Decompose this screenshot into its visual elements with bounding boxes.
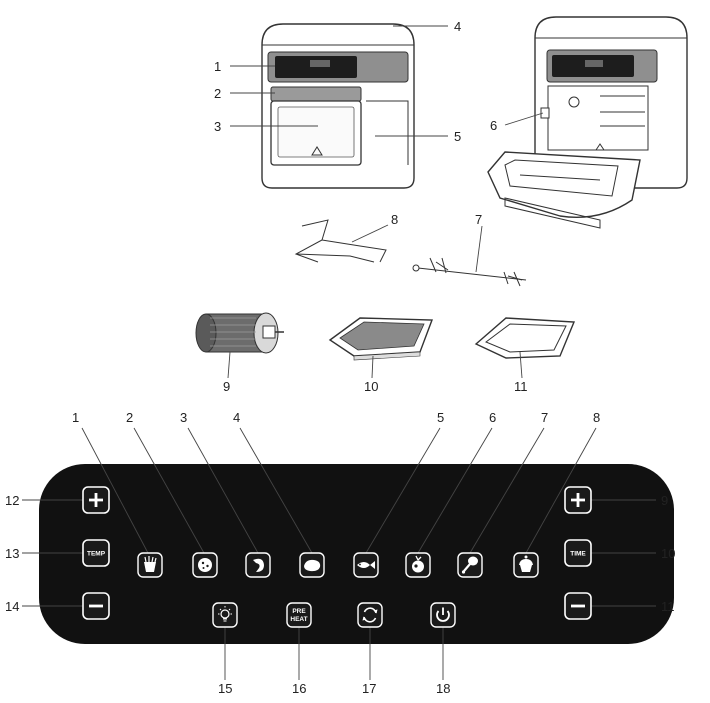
temp-plus-button[interactable] [82, 486, 110, 514]
panel-label-5: 5 [437, 410, 444, 425]
panel-label-1: 1 [72, 410, 79, 425]
panel-label-12: 12 [5, 493, 19, 508]
panel-label-17: 17 [362, 681, 376, 696]
panel-label-9: 9 [661, 493, 668, 508]
panel-label-2: 2 [126, 410, 133, 425]
preset-chicken-button[interactable] [457, 552, 483, 578]
preset-fish-button[interactable] [353, 552, 379, 578]
rotating-basket-drawing [195, 312, 284, 354]
callout-7: 7 [475, 212, 482, 227]
mesh-tray-drawing [328, 317, 433, 361]
callout-2: 2 [214, 86, 221, 101]
drip-tray-drawing [474, 317, 576, 359]
top-callout-lines [227, 25, 544, 379]
time-plus-button[interactable] [564, 486, 592, 514]
vegetables-icon [412, 555, 424, 573]
panel-label-7: 7 [541, 410, 548, 425]
callout-6: 6 [490, 118, 497, 133]
light-button[interactable] [212, 602, 238, 628]
callout-1: 1 [214, 59, 221, 74]
power-icon [436, 607, 450, 622]
preset-steak-button[interactable] [299, 552, 325, 578]
callout-3: 3 [214, 119, 221, 134]
temp-minus-button[interactable] [82, 592, 110, 620]
light-icon [218, 606, 232, 622]
panel-label-18: 18 [436, 681, 450, 696]
shrimp-icon [253, 558, 264, 572]
chicken-leg-icon [461, 556, 478, 574]
panel-label-6: 6 [489, 410, 496, 425]
air-fryer-open-drawing [487, 16, 688, 229]
time-button[interactable]: TIME [564, 539, 592, 567]
fries-icon [144, 556, 157, 572]
pizza-icon [198, 558, 212, 572]
rotate-button[interactable] [357, 602, 383, 628]
plus-icon [571, 493, 585, 507]
time-button-label: TIME [570, 551, 586, 558]
callout-5: 5 [454, 129, 461, 144]
preset-vegetables-button[interactable] [405, 552, 431, 578]
panel-label-16: 16 [292, 681, 306, 696]
callout-4: 4 [454, 19, 461, 34]
callout-10: 10 [364, 379, 378, 394]
preset-fries-button[interactable] [137, 552, 163, 578]
panel-label-14: 14 [5, 599, 19, 614]
preset-shrimp-button[interactable] [245, 552, 271, 578]
panel-label-13: 13 [5, 546, 19, 561]
panel-callout-lines [22, 427, 656, 680]
cake-icon [519, 555, 533, 572]
rotisserie-spit-drawing [412, 257, 527, 287]
preheat-label-line1: PRE [292, 608, 306, 615]
preheat-label-line2: HEAT [290, 616, 307, 623]
panel-label-15: 15 [218, 681, 232, 696]
callout-11: 11 [514, 379, 528, 394]
fish-icon [357, 561, 375, 569]
time-minus-button[interactable] [564, 592, 592, 620]
panel-label-10: 10 [661, 546, 675, 561]
panel-label-11: 11 [661, 599, 675, 614]
temp-button-label: TEMP [87, 551, 106, 558]
air-fryer-front-drawing [261, 23, 415, 189]
rotate-icon [362, 607, 378, 623]
panel-label-3: 3 [180, 410, 187, 425]
temp-button[interactable]: TEMP [82, 539, 110, 567]
preset-pizza-button[interactable] [192, 552, 218, 578]
panel-label-8: 8 [593, 410, 600, 425]
steak-icon [304, 559, 321, 572]
callout-9: 9 [223, 379, 230, 394]
callout-8: 8 [391, 212, 398, 227]
power-button[interactable] [430, 602, 456, 628]
wire-rack-drawing [294, 219, 387, 263]
preheat-button[interactable]: PRE HEAT [286, 602, 312, 628]
plus-icon [89, 493, 103, 507]
panel-label-4: 4 [233, 410, 240, 425]
preset-cake-button[interactable] [513, 552, 539, 578]
